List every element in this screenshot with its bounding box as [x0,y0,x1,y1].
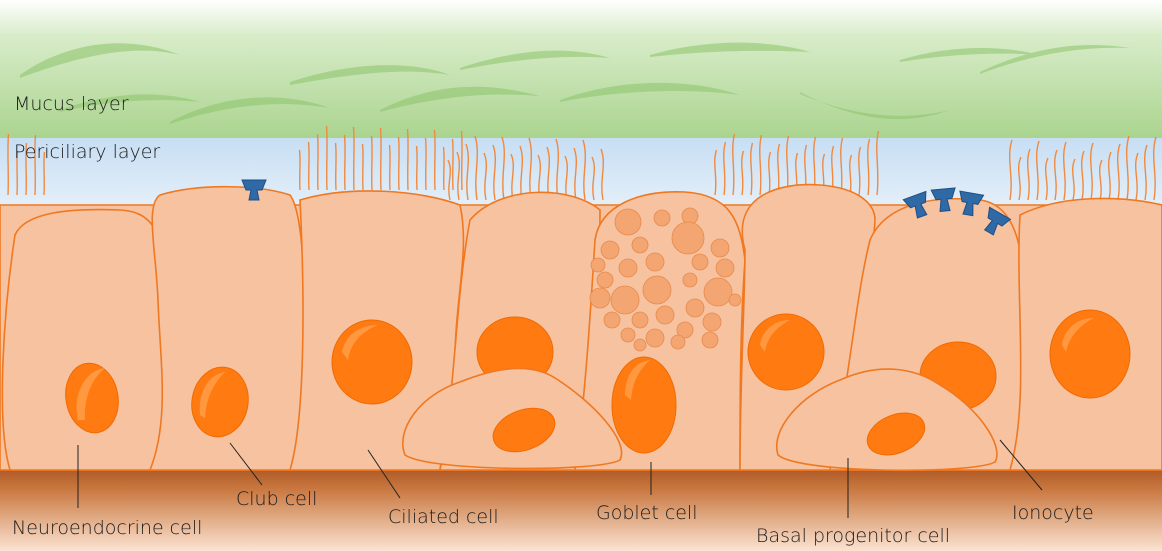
club-cell-label: Club cell [236,488,317,510]
periciliary-layer-label: Periciliary layer [14,141,160,163]
basal-progenitor-cell-label: Basal progenitor cell [756,525,950,547]
ionocyte-label: Ionocyte [1012,502,1094,524]
neuroendocrine-cell-label: Neuroendocrine cell [12,517,202,539]
ciliated-cell-label: Ciliated cell [388,506,499,528]
mucus-layer-label: Mucus layer [14,93,129,115]
goblet-cell-label: Goblet cell [596,502,698,524]
